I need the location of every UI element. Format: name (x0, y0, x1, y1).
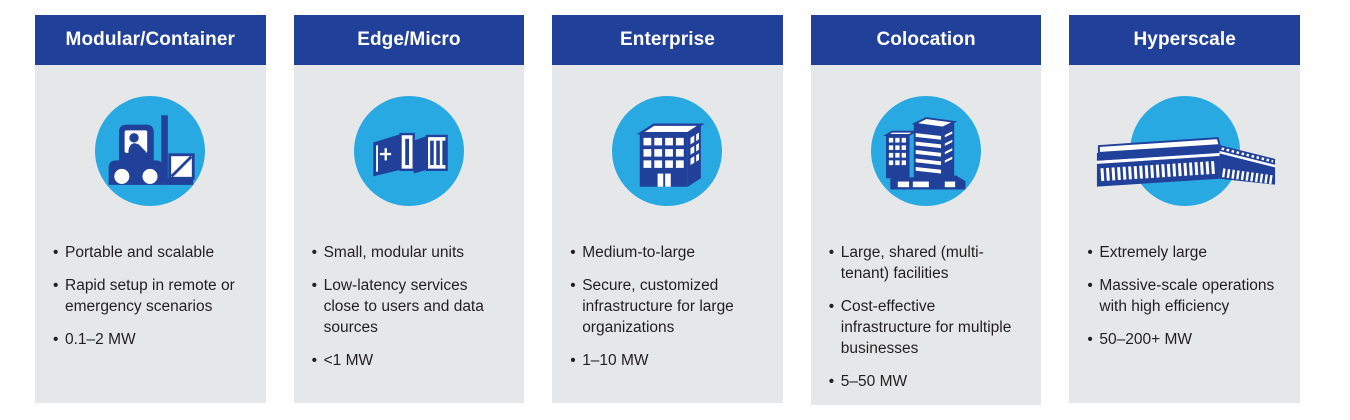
feature-list: Small, modular units Low-latency service… (311, 243, 508, 372)
colocation-buildings-icon (883, 117, 966, 190)
card-edge-micro: Edge/Micro (293, 15, 525, 403)
feature-item: Small, modular units (311, 243, 508, 264)
card-enterprise: Enterprise (552, 15, 783, 403)
card-hyperscale: Hyperscale (1069, 15, 1300, 403)
capacity-item: 5–50 MW (828, 372, 1025, 393)
capacity-item: 1–10 MW (569, 351, 766, 372)
feature-item: Extremely large (1086, 243, 1283, 264)
card-grid: Modular/Container (0, 0, 1350, 403)
capacity-item: 50–200+ MW (1086, 330, 1283, 351)
capacity-item: <1 MW (311, 351, 508, 372)
card-title: Modular/Container (35, 15, 266, 65)
feature-item: Portable and scalable (52, 243, 249, 264)
feature-item: Large, shared (multi-tenant) facilities (828, 243, 1025, 285)
capacity-item: 0.1–2 MW (52, 330, 249, 351)
feature-item: Rapid setup in remote or emergency scena… (52, 276, 249, 318)
feature-list: Portable and scalable Rapid setup in rem… (52, 243, 249, 351)
office-building-icon (637, 123, 706, 187)
container-units-icon (373, 132, 448, 177)
card-title: Edge/Micro (293, 15, 525, 65)
feature-item: Medium-to-large (569, 243, 766, 264)
feature-list: Medium-to-large Secure, customized infra… (569, 243, 766, 372)
card-title: Enterprise (552, 15, 783, 65)
feature-item: Low-latency services close to users and … (311, 276, 508, 339)
feature-item: Massive-scale operations with high effic… (1086, 276, 1283, 318)
card-colocation: Colocation (810, 15, 1042, 405)
card-modular-container: Modular/Container (35, 15, 266, 403)
card-title: Hyperscale (1069, 15, 1300, 65)
feature-item: Secure, customized infrastructure for la… (569, 276, 766, 339)
card-title: Colocation (810, 15, 1042, 65)
feature-list: Large, shared (multi-tenant) facilities … (828, 243, 1025, 393)
feature-list: Extremely large Massive-scale operations… (1086, 243, 1283, 351)
forklift-icon (108, 115, 195, 185)
feature-item: Cost-effective infrastructure for multip… (828, 297, 1025, 360)
hyperscale-facility-icon (1096, 137, 1275, 187)
